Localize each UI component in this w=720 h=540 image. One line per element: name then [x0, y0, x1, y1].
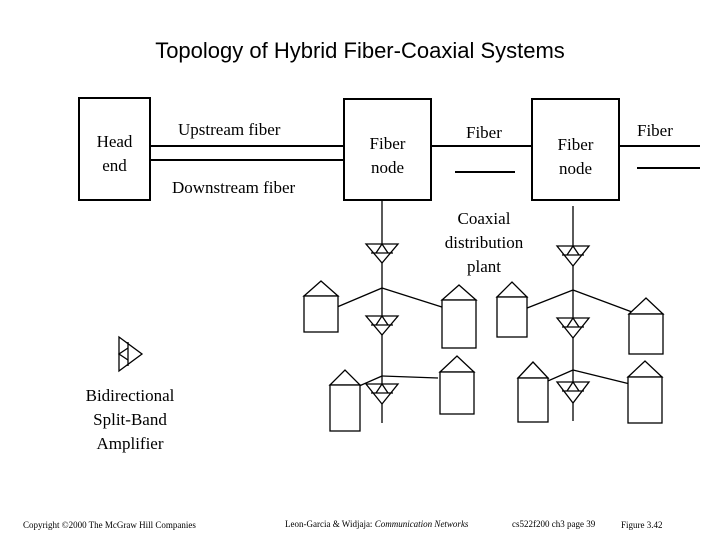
coaxial-line1: Coaxial [457, 209, 511, 228]
footer-book-title: Communication Networks [374, 519, 469, 529]
house-6 [438, 355, 476, 415]
amplifier-left-1 [364, 242, 400, 265]
fiber-node-1-label: Fiber node [343, 132, 432, 180]
fiber-node-2-box [531, 98, 620, 201]
footer-figure: Figure 3.42 [621, 520, 663, 530]
head-end-line2: end [102, 156, 127, 175]
left-drop-b [381, 287, 446, 309]
amplifier-left-3 [364, 382, 400, 406]
house-1 [302, 280, 340, 333]
head-end-box [78, 97, 151, 201]
fiber-node-1-line2: node [370, 158, 405, 177]
amplifier-legend-icon [117, 335, 144, 373]
footer-course: cs522f200 ch3 page 39 [512, 519, 596, 529]
footer-authors-text: Leon-Garcia & Widjaja: [285, 519, 375, 529]
amplifier-legend-line3: Amplifier [96, 434, 164, 453]
amplifier-left-2 [364, 314, 400, 337]
right-drop-b [572, 289, 633, 313]
page-title: Topology of Hybrid Fiber-Coaxial Systems [155, 38, 565, 63]
house-3 [495, 281, 529, 338]
coaxial-plant-label: Coaxial distribution plant [424, 207, 544, 279]
amplifier-legend-line2: Split-Band [93, 410, 167, 429]
footer-copyright: Copyright ©2000 The McGraw Hill Companie… [23, 520, 196, 530]
house-7 [516, 361, 550, 423]
fiber-label-right: Fiber [637, 121, 673, 140]
amplifier-right-3 [555, 380, 591, 405]
coaxial-line3: plant [467, 257, 501, 276]
house-2 [440, 284, 478, 349]
left-drop-a [329, 287, 383, 311]
house-5 [328, 369, 362, 432]
amplifier-right-1 [555, 244, 591, 268]
fiber-node-2-label: Fiber node [531, 133, 620, 181]
amplifier-legend-line1: Bidirectional [85, 386, 175, 405]
right-drop-d [572, 369, 631, 385]
house-4 [627, 297, 665, 355]
fiber-node-1-box [343, 98, 432, 201]
downstream-fiber-label: Downstream fiber [172, 178, 296, 197]
right-drop-a [521, 289, 574, 311]
fiber-node-1-line1: Fiber [369, 134, 406, 153]
amplifier-legend-label: Bidirectional Split-Band Amplifier [60, 384, 200, 456]
fiber-node-2-line1: Fiber [557, 135, 594, 154]
coaxial-line2: distribution [444, 233, 524, 252]
fiber-node-2-line2: node [558, 159, 593, 178]
amplifier-right-2 [555, 316, 591, 340]
head-end-line1: Head [96, 132, 133, 151]
left-drop-d [381, 375, 439, 379]
fiber-label-mid: Fiber [466, 123, 502, 142]
footer-authors: Leon-Garcia & Widjaja: Communication Net… [285, 519, 468, 529]
head-end-label: Head end [78, 130, 151, 178]
upstream-fiber-label: Upstream fiber [178, 120, 281, 139]
house-8 [626, 360, 664, 424]
